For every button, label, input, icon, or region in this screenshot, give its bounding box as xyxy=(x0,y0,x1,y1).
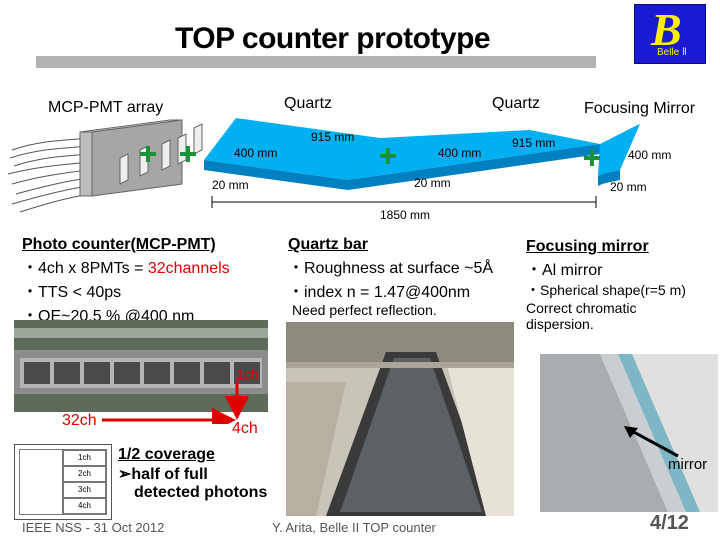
focusing-mirror-line-2: ・Spherical shape(r=5 m) xyxy=(526,282,686,298)
photo-counter-line-2: ・TTS < 40ps xyxy=(22,284,122,301)
mcp-cable-lines xyxy=(7,137,93,213)
coverage-cell-4: 4ch xyxy=(63,498,106,514)
mcp-pmt-array-label: MCP-PMT array xyxy=(48,99,164,116)
total-length-dimension xyxy=(211,196,597,208)
footer-center: Y. Arita, Belle II TOP counter xyxy=(272,520,436,535)
mcp-pmt-windows xyxy=(119,123,203,185)
mirror-width-label: 400 mm xyxy=(628,148,672,162)
total-length-label: 1850 mm xyxy=(380,208,431,222)
focusing-mirror-line-3: Correct chromatic xyxy=(526,300,637,316)
title-underline-bar xyxy=(36,56,596,68)
quartz-bar-heading: Quartz bar xyxy=(288,236,369,253)
quartz-bar-line-2: ・index n = 1.47@400nm xyxy=(288,284,471,301)
channels-count: 32channels xyxy=(147,260,230,277)
mirror-photo-label: mirror xyxy=(668,456,708,473)
quartz-label-2: Quartz xyxy=(492,95,541,112)
coverage-cell-2: 2ch xyxy=(63,466,106,482)
logo-caption: Belle Ⅱ xyxy=(657,47,687,58)
coverage-line-2: ➢half of full xyxy=(118,466,208,483)
quartz-bar-line-3: Need perfect reflection. xyxy=(292,302,437,318)
mirror-photo-graphic xyxy=(540,354,718,512)
quartz-label-1: Quartz xyxy=(284,95,333,112)
footer-left: IEEE NSS - 31 Oct 2012 xyxy=(22,520,165,535)
photo-counter-heading: Photo counter(MCP-PMT) xyxy=(22,236,216,253)
bar2-thickness-label: 20 mm xyxy=(414,176,451,190)
mirror-arrow xyxy=(624,426,679,458)
focusing-mirror-label: Focusing Mirror xyxy=(584,100,696,117)
focusing-mirror-line-4: dispersion. xyxy=(526,316,594,332)
mirror-photo xyxy=(540,354,718,512)
bar1-thickness-label: 20 mm xyxy=(212,178,249,192)
top-counter-diagram xyxy=(7,118,640,213)
coverage-grid: 1ch 2ch 3ch 4ch xyxy=(14,444,112,520)
coverage-line-1: 1/2 coverage xyxy=(118,446,215,463)
photo-counter-section: Photo counter(MCP-PMT) ・4ch x 8PMTs = 32… xyxy=(22,236,230,326)
coverage-line-3: detected photons xyxy=(134,484,268,501)
bar2-length-label: 915 mm xyxy=(512,136,556,150)
focusing-mirror-shape xyxy=(598,124,640,186)
coverage-cell-1: 1ch xyxy=(63,450,106,466)
belle2-logo: B Belle Ⅱ xyxy=(634,4,706,64)
bar1-length-label: 915 mm xyxy=(311,130,355,144)
page-number: 4/12 xyxy=(650,512,689,534)
focusing-mirror-heading: Focusing mirror xyxy=(526,238,649,255)
bar1-width-label: 400 mm xyxy=(234,146,278,160)
quartz-bar-line-1: ・Roughness at surface ~5Å xyxy=(288,260,494,277)
ch4-label: 4ch xyxy=(232,420,258,437)
ch1-label: 1ch xyxy=(236,366,259,382)
channels-prefix: ・4ch x 8PMTs = xyxy=(22,260,148,277)
joint-markers xyxy=(140,146,600,166)
slide-title: TOP counter prototype xyxy=(175,22,491,55)
bar2-width-label: 400 mm xyxy=(438,146,482,160)
mirror-thickness-label: 20 mm xyxy=(610,180,647,194)
coverage-notes: 1/2 coverage ➢half of full detected phot… xyxy=(118,446,267,502)
channel-arrows xyxy=(102,382,249,424)
ch32-label: 32ch xyxy=(62,412,97,429)
logo-symbol: B xyxy=(651,4,682,55)
focusing-mirror-line-1: ・Al mirror xyxy=(526,262,603,279)
quartz-bar-section: Quartz bar ・Roughness at surface ~5Å ・in… xyxy=(288,236,493,318)
coverage-grid-cells: 1ch 2ch 3ch 4ch xyxy=(19,449,107,515)
quartz-bar-photo xyxy=(286,322,514,516)
coverage-cell-3: 3ch xyxy=(63,482,106,498)
photo-counter-line-1: ・4ch x 8PMTs = 32channels xyxy=(22,254,230,278)
quartz-bar-2 xyxy=(348,130,600,190)
mcp-pmt-block xyxy=(79,119,183,197)
quartz-bar-photo-graphic xyxy=(286,322,514,516)
focusing-mirror-section: Focusing mirror ・Al mirror ・Spherical sh… xyxy=(526,238,686,332)
